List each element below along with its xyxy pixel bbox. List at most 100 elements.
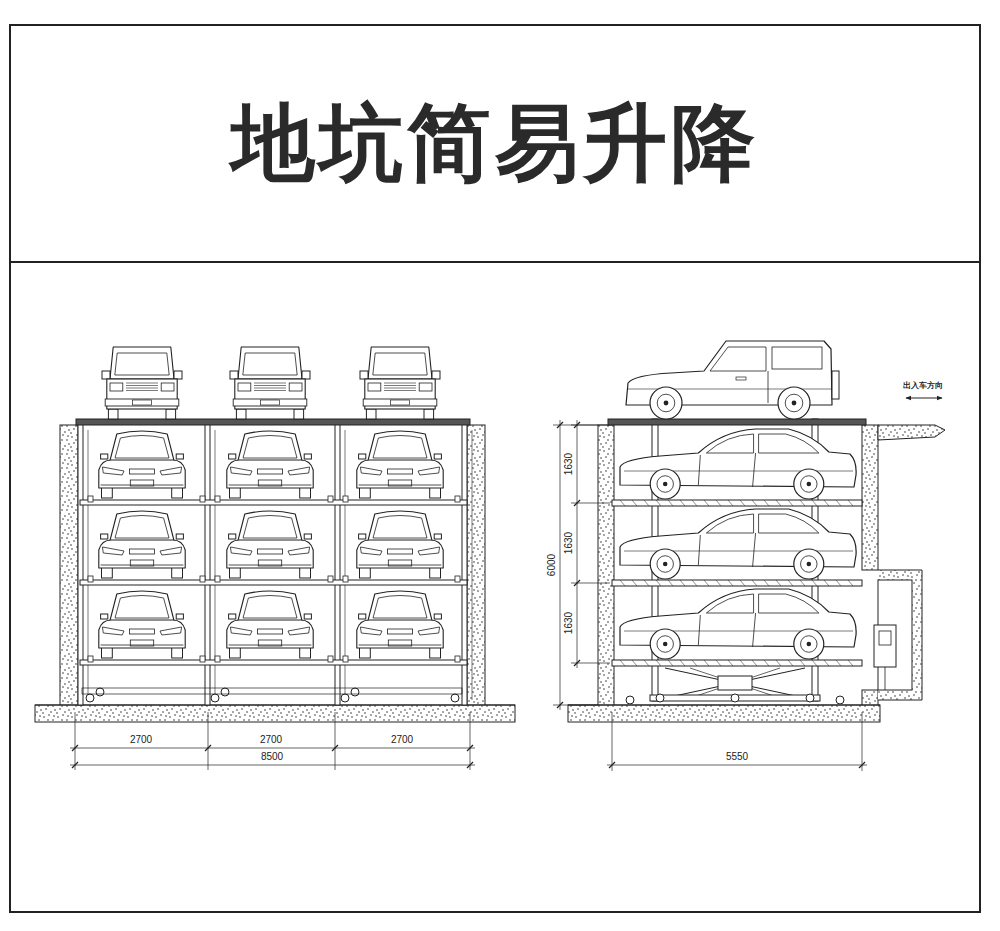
dimension-value: 8500 <box>260 752 284 762</box>
front-elevation-part <box>101 565 184 566</box>
front-elevation-part <box>351 688 359 696</box>
side-elevation-part <box>824 660 829 666</box>
side-elevation-part <box>704 500 709 506</box>
front-elevation-part <box>236 409 246 419</box>
side-elevation-part <box>801 476 818 493</box>
front-elevation-part <box>230 547 252 555</box>
front-elevation-part <box>243 596 297 619</box>
front-elevation-part <box>233 399 307 406</box>
front-elevation-part <box>288 467 310 475</box>
side-elevation-part <box>680 580 685 586</box>
front-elevation-part <box>99 460 185 488</box>
front-elevation-part <box>424 409 434 419</box>
front-elevation-part <box>88 496 93 502</box>
dimension-lines-part <box>574 422 580 428</box>
dimension-lines <box>70 712 475 770</box>
front-elevation-part <box>368 383 381 391</box>
side-elevation-part <box>759 514 819 533</box>
front-elevation-part <box>238 347 302 379</box>
front-elevation-part <box>418 467 440 475</box>
front-elevation-part <box>304 614 311 619</box>
side-elevation-part <box>753 613 756 647</box>
front-elevation-part <box>105 399 179 406</box>
side-elevation-part <box>794 629 824 659</box>
front-elevation-part <box>257 549 282 554</box>
front-elevation-part <box>343 576 348 582</box>
front-elevation-part <box>110 511 175 542</box>
front-elevation-part <box>227 620 313 648</box>
side-elevation-part <box>706 434 753 453</box>
side-elevation-part <box>792 401 797 406</box>
front-elevation-part <box>359 534 366 539</box>
dimension-lines-part <box>574 660 580 666</box>
side-elevation-part <box>692 580 697 586</box>
side-elevation-part <box>657 636 674 653</box>
front-elevation-part <box>467 425 485 707</box>
page-frame-part <box>10 25 980 912</box>
side-elevation-part <box>664 401 669 406</box>
side-elevation <box>568 341 945 722</box>
front-elevation-part <box>229 614 236 619</box>
front-elevation-part <box>243 516 297 539</box>
front-elevation-part <box>384 385 416 386</box>
front-elevation-part <box>360 467 382 475</box>
front-elevation-part <box>328 496 333 502</box>
lift-mechanism <box>626 668 844 704</box>
side-elevation-part <box>752 500 757 506</box>
front-elevation-part <box>161 383 174 391</box>
front-elevation-part <box>387 629 412 634</box>
front-elevation-part <box>359 645 442 646</box>
front-elevation-part <box>200 576 205 582</box>
side-elevation-part <box>848 500 853 506</box>
front-elevation-part <box>238 591 303 622</box>
front-elevation-part <box>211 694 219 702</box>
front-elevation-part <box>126 383 158 384</box>
side-elevation-part <box>862 425 878 570</box>
front-elevation-part <box>289 383 302 391</box>
side-elevation-part <box>706 594 753 613</box>
front-elevation-part <box>126 385 158 386</box>
side-elevation-part <box>698 455 700 485</box>
front-elevation-part <box>126 388 158 389</box>
page-title: 地坑简易升降 <box>231 101 759 185</box>
front-elevation-part <box>99 540 185 568</box>
side-elevation-part <box>657 476 674 493</box>
front-elevation-part <box>302 371 310 379</box>
direction-arrow <box>906 398 942 399</box>
side-elevation-part <box>764 660 769 666</box>
front-elevation-part <box>357 620 443 648</box>
front-elevation-part <box>238 383 251 391</box>
front-elevation-part <box>357 540 443 568</box>
front-elevation-part <box>229 485 312 486</box>
side-elevation-part <box>650 469 680 499</box>
dimension-value: 1630 <box>564 611 574 635</box>
front-elevation-part <box>455 656 460 662</box>
side-elevation-part <box>650 629 680 659</box>
front-elevation-part <box>108 409 118 419</box>
front-elevation-part <box>368 511 433 542</box>
side-elevation-part <box>807 482 812 487</box>
dimension-lines <box>553 420 867 771</box>
side-elevation-part <box>716 580 721 586</box>
side-elevation-part <box>698 535 700 565</box>
side-elevation-part <box>801 636 818 653</box>
front-elevation-part <box>229 565 312 566</box>
side-elevation-part <box>788 660 793 666</box>
front-elevation-part <box>257 629 282 634</box>
side-elevation-part <box>612 580 862 586</box>
front-elevation-part <box>99 620 185 648</box>
front-elevation-part <box>96 688 104 696</box>
side-elevation-part <box>824 500 829 506</box>
front-elevation-part <box>359 614 366 619</box>
front-elevation-part <box>455 576 460 582</box>
side-elevation-part <box>753 533 756 567</box>
dimension-lines-part <box>607 765 867 766</box>
front-elevation-part <box>227 540 313 568</box>
dimension-value: 2700 <box>259 735 283 745</box>
front-elevation-part <box>129 469 154 474</box>
dimension-lines-part <box>577 420 578 668</box>
dimension-value: 1630 <box>564 452 574 476</box>
side-elevation-part <box>768 371 769 403</box>
front-elevation-part <box>101 534 108 539</box>
side-elevation-part <box>728 500 733 506</box>
